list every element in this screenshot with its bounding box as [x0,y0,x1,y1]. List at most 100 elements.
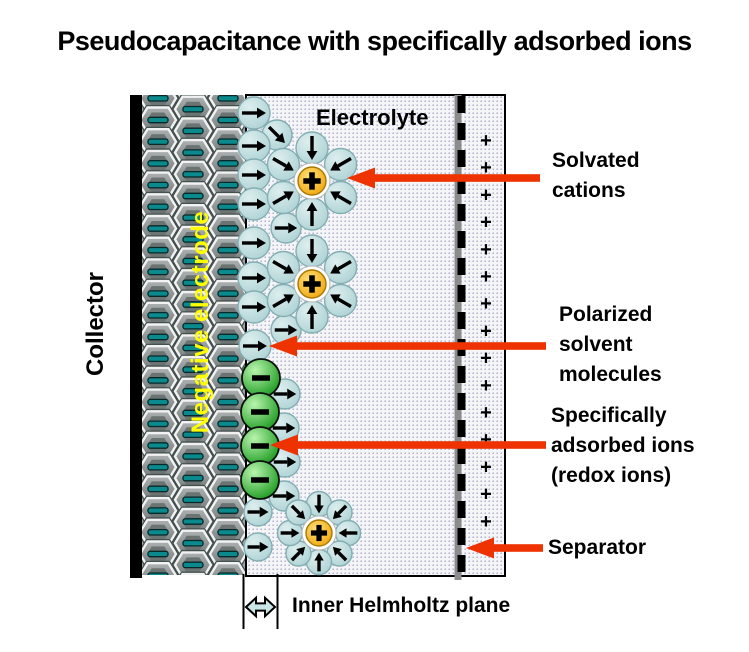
inner-helmholtz-plane-label: Inner Helmholtz plane [292,594,511,617]
solvent-molecule [295,131,329,165]
electrode-hexagon [142,343,179,374]
electrode-hexagon [179,571,207,575]
solvent-molecule [295,234,329,268]
electrode-hexagon [142,387,179,418]
positive-charge-sign: + [480,511,492,533]
solvated-cation [266,234,358,334]
electrode-hexagon [207,278,246,309]
adsorbed-ion [240,460,280,500]
solvent-molecule [237,129,271,163]
electrode-hexagon [207,300,246,331]
solvent-molecule [237,96,271,130]
solvent-molecule [237,290,271,324]
solvent-molecule [266,283,301,318]
electrode-hexagon [207,560,246,575]
solvent-molecule [237,226,271,260]
negative-electrode-label: Negative electrode [187,210,214,434]
solvated-cation [266,131,358,231]
annotation-line: (redox ions) [551,464,672,487]
electrode-hexagon [172,267,214,298]
annotation-line: Separator [548,536,647,559]
electrode-hexagon [172,159,214,190]
solvent-molecule [266,147,301,182]
annotation-line: Solvated [552,149,640,172]
separator-line [454,95,466,580]
solvent-molecule [243,532,273,562]
positive-charge-sign: + [480,320,492,342]
collector-bar [130,95,142,578]
electrode-hexagon [142,560,179,575]
specifically-adsorbed-ions-annotation: Specifically adsorbed ions (redox ions) [551,401,695,491]
electrode-hexagon [172,246,214,277]
solvated-cation [276,490,362,576]
ihp-width-arrow [244,595,277,619]
electrode-hexagon [142,300,179,331]
solvent-molecule [243,497,273,527]
electrode-hexagon [172,181,214,211]
electrode-hexagon [172,202,214,233]
separator-arrow [466,537,543,559]
polarized-solvent-molecules-arrow [269,335,546,357]
solvent-molecule [266,180,301,215]
electrode-hexagon [172,311,214,342]
positive-charge-sign: + [480,484,492,506]
solvent-molecule [237,187,271,221]
positive-charge-sign: + [480,130,492,152]
positive-charge-sign: + [480,402,492,424]
positive-charge-sign: + [480,157,492,179]
positive-charge-sign: + [480,456,492,478]
solvent-molecule [237,158,271,192]
annotation-line: solvent [559,333,633,356]
electrode-hexagon [207,322,246,352]
solvent-molecule [323,180,358,215]
electrode-hexagon [172,95,214,125]
inner-helmholtz-plane-marker [242,574,279,629]
electrode-hexagon [142,235,179,266]
solvent-molecule [238,329,272,363]
annotation-line: adsorbed ions [551,434,695,457]
electrode-hexagon [172,224,214,255]
solvent-molecule [270,212,302,244]
electrode-hexagon [207,539,246,569]
annotation-line: cations [552,179,626,202]
positive-charge-sign: + [480,348,492,370]
electrode-hexagon [142,430,179,461]
positive-charge-sign: + [480,212,492,234]
solvent-molecule [323,250,358,285]
solvent-molecule [295,197,329,231]
solvent-molecule [285,499,312,526]
positive-charge-sign: + [480,184,492,206]
positive-charge-sign: + [480,375,492,397]
electrode-hexagon [207,235,246,266]
positive-charge-sign: + [480,239,492,261]
electrode-hexagon [172,398,214,428]
collector-label: Collector [82,271,109,377]
solvent-molecule [295,300,329,334]
adsorbed-ion [240,392,280,432]
electrode-hexagon [142,408,179,439]
separator-annotation: Separator [548,533,646,563]
polarized-solvent-molecules-annotation: Polarized solvent molecules [559,300,662,390]
electrode-hex-grid [142,95,246,575]
electrode-hexagon [142,191,179,222]
annotation-line: molecules [559,363,662,386]
electrode-hexagon [172,115,214,146]
solvent-molecule [266,250,301,285]
solvated-cations-annotation: Solvated cations [552,146,640,206]
electrode-hexagon [172,376,214,407]
electrode-hexagon [142,365,179,396]
positive-charge-sign: + [480,293,492,315]
electrolyte-label: Electrolyte [316,105,429,130]
separator-charge-column: ++++++++++++++++ [480,130,492,560]
positive-charge-sign: + [480,266,492,288]
positive-charge-sign: + [480,429,492,451]
electrode-hexagon [142,322,179,352]
solvated-cations-arrow [347,167,540,189]
electrode-hexagon [207,365,246,396]
solvent-molecule [323,147,358,182]
annotation-line: Specifically [551,404,667,427]
solvent-molecule [237,261,271,295]
electrode-hexagon [172,137,214,168]
